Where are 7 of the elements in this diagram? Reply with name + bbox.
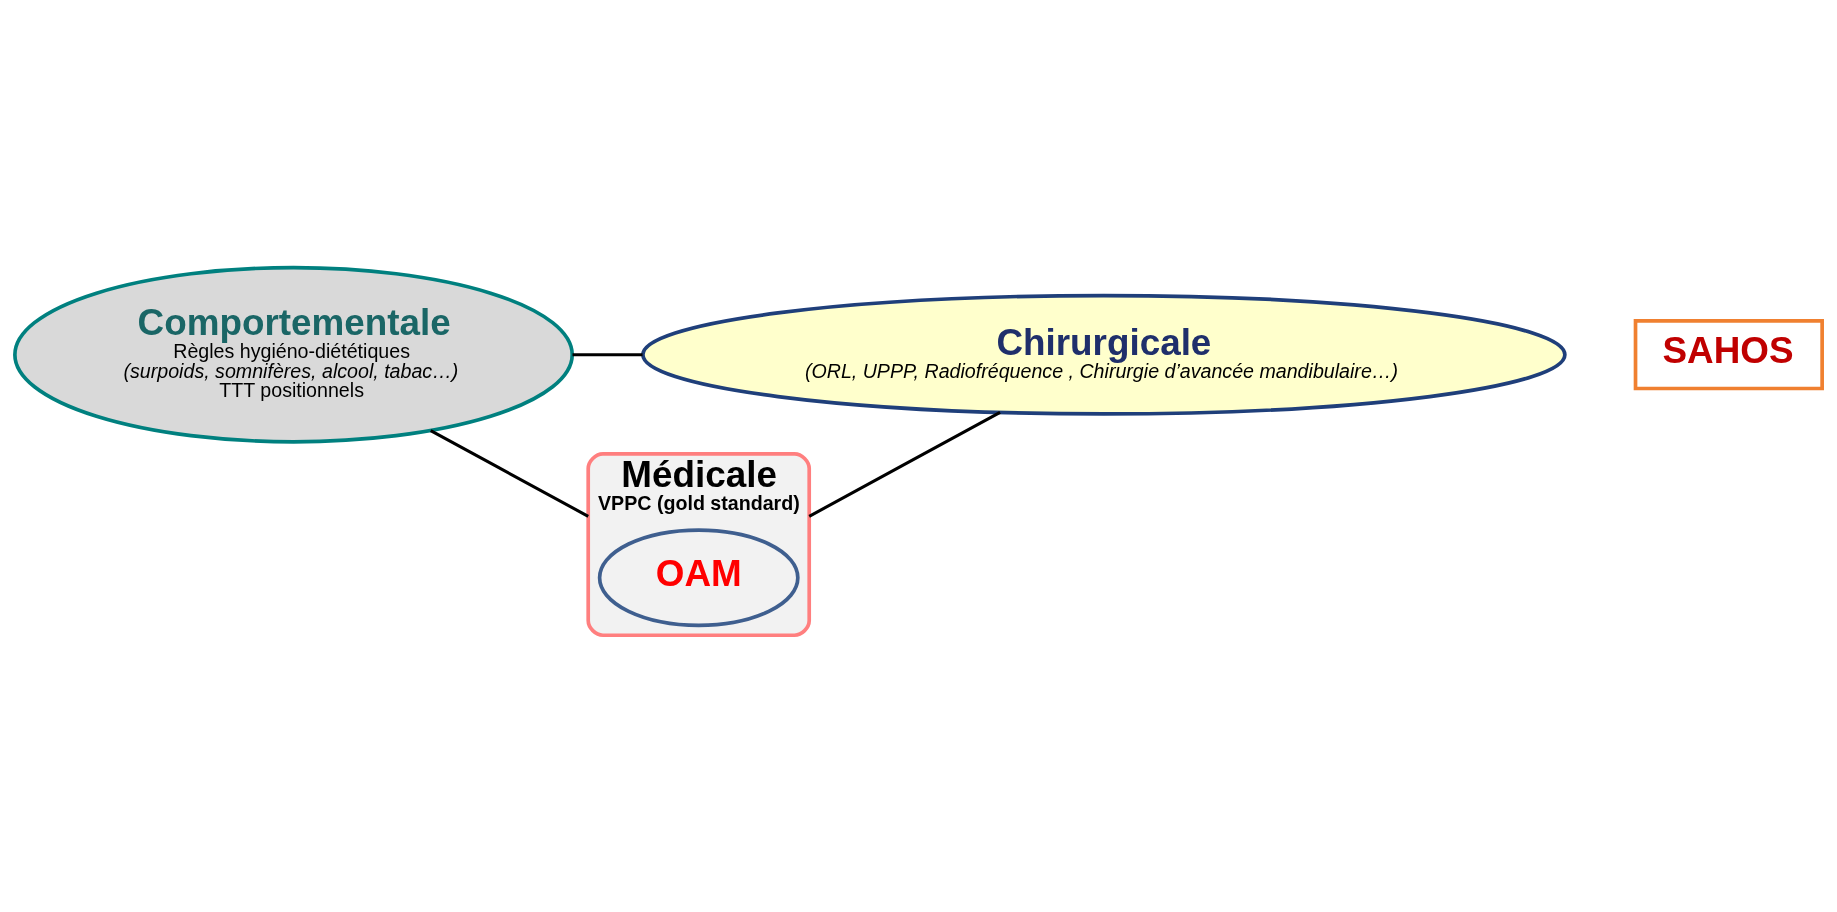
connector: [572, 352, 643, 356]
node-ellipse: OAM: [597, 527, 800, 627]
node-box: SAHOS: [1633, 318, 1824, 390]
node-ellipse: Chirurgicale (ORL, UPPP, Radiofréquence , Chirurgie d’avancée mandibulaire…): [641, 293, 1567, 416]
connector: [430, 428, 589, 518]
connector: [808, 410, 1001, 518]
node-ellipse: Comportementale Règles hygiéno-diététiques (surpoids, somnifères, alcool, tabac…) TTT positionnels: [13, 265, 575, 444]
